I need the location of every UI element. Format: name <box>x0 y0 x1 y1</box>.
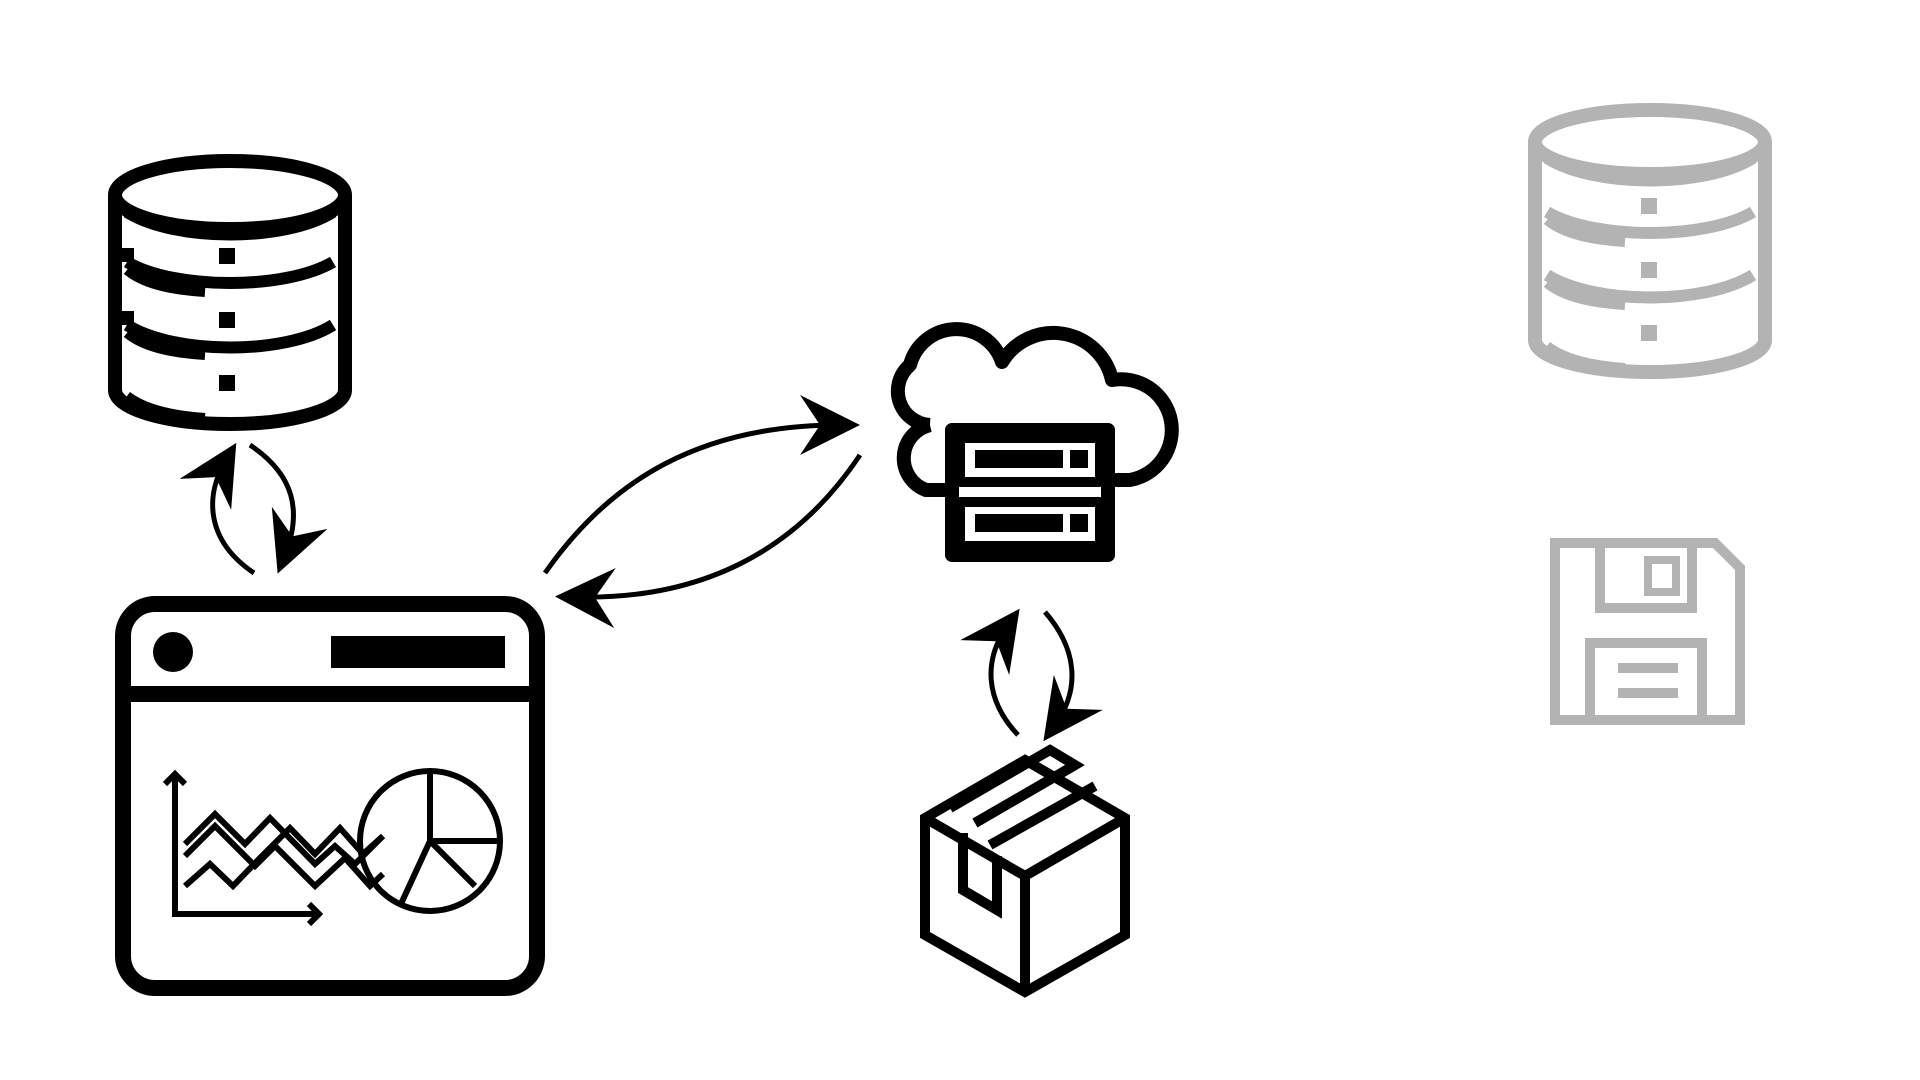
sync-arrows-dashboard-cloud <box>542 395 863 629</box>
arrow-package-to-cloud <box>960 608 1020 737</box>
dashboard-node <box>115 596 545 996</box>
arrow-cloud-to-dashboard <box>555 453 863 629</box>
arrow-dashboard-to-cloud <box>542 395 860 575</box>
package-box-icon <box>920 744 1130 998</box>
sync-arrows-database-dashboard <box>179 442 328 576</box>
arrow-cloud-to-package <box>1043 610 1103 742</box>
database-node <box>105 150 355 440</box>
database-icon <box>108 154 352 431</box>
sync-arrows-cloud-package <box>960 608 1103 742</box>
arrow-database-to-dashboard <box>248 442 328 574</box>
package-node <box>915 744 1135 1000</box>
floppy-disk-icon <box>1550 538 1745 725</box>
dashboard-window-icon <box>115 596 545 996</box>
database-muted-node <box>1525 100 1775 390</box>
floppy-disk-node <box>1550 538 1750 728</box>
cloud-server-node <box>880 320 1180 570</box>
database-icon <box>1528 103 1772 379</box>
cloud-server-icon <box>890 322 1179 562</box>
arrow-dashboard-to-database <box>179 442 256 576</box>
